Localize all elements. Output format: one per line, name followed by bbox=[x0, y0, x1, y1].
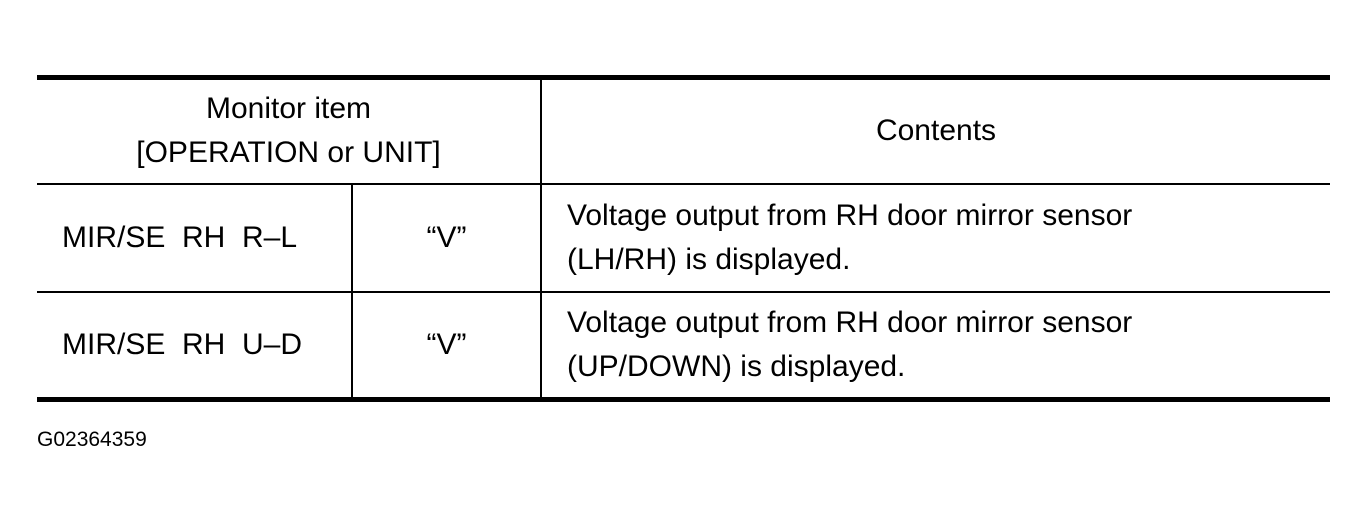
header-monitor-item-label: Monitor item bbox=[205, 92, 372, 126]
header-operation-or-unit-label: [OPERATION or UNIT] bbox=[136, 136, 441, 170]
row-contents-line: (LH/RH) is displayed. bbox=[567, 242, 851, 276]
header-monitor-item: Monitor item [OPERATION or UNIT] bbox=[37, 77, 542, 185]
monitor-item-table: Monitor item [OPERATION or UNIT] Content… bbox=[37, 75, 1330, 402]
row-unit: “V” bbox=[352, 291, 542, 400]
row-unit: “V” bbox=[352, 183, 542, 293]
table-row: MIR/SE RH R–L “V” Voltage output from RH… bbox=[37, 183, 1330, 293]
table-row: MIR/SE RH U–D “V” Voltage output from RH… bbox=[37, 291, 1330, 400]
row-contents: Voltage output from RH door mirror senso… bbox=[541, 292, 1330, 400]
row-contents-line: Voltage output from RH door mirror senso… bbox=[567, 198, 1133, 232]
row-monitor-item: MIR/SE RH R–L bbox=[37, 183, 353, 293]
table-header-row: Monitor item [OPERATION or UNIT] Content… bbox=[37, 77, 1330, 185]
header-contents: Contents bbox=[541, 77, 1330, 185]
row-contents: Voltage output from RH door mirror senso… bbox=[541, 183, 1330, 293]
row-contents-line: (UP/DOWN) is displayed. bbox=[567, 349, 906, 383]
figure-code: G02364359 bbox=[37, 428, 147, 451]
row-contents-line: Voltage output from RH door mirror senso… bbox=[567, 305, 1133, 339]
row-monitor-item: MIR/SE RH U–D bbox=[37, 291, 353, 400]
